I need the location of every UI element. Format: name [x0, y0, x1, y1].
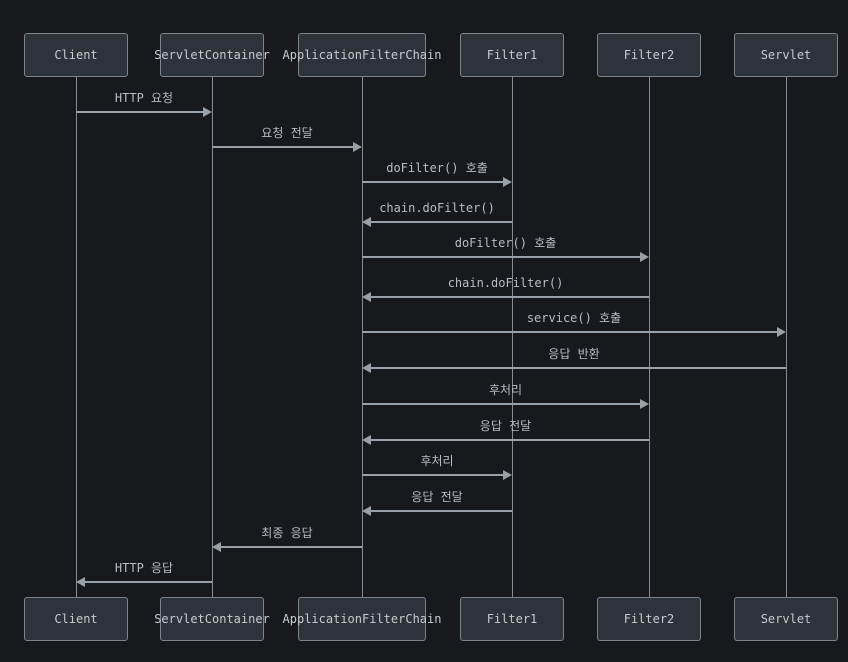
participant-box-top-filter2: Filter2 — [597, 33, 701, 77]
participant-box-top-filter1: Filter1 — [460, 33, 564, 77]
message-arrow-line — [370, 367, 786, 369]
message-arrow-line — [362, 331, 778, 333]
participant-label: Filter1 — [486, 612, 538, 626]
participant-box-bottom-servlet-container: ServletContainer — [154, 597, 270, 641]
message-arrow-line — [362, 181, 504, 183]
participant-label: ApplicationFilterChain — [282, 612, 442, 626]
arrowhead-right-icon — [353, 142, 362, 152]
participant-box-top-application-filter-chain: ApplicationFilterChain — [283, 33, 441, 77]
participant-label: Filter2 — [623, 612, 675, 626]
arrowhead-left-icon — [362, 506, 371, 516]
message-arrow-line — [370, 296, 649, 298]
participant-label: Client — [54, 612, 98, 626]
arrowhead-right-icon — [503, 470, 512, 480]
participant-box-bottom-servlet: Servlet — [734, 597, 838, 641]
message-arrow-line — [370, 221, 512, 223]
participant-box-top-servlet: Servlet — [734, 33, 838, 77]
participant-box-top-client: Client — [24, 33, 128, 77]
message-arrow-line — [362, 256, 641, 258]
participant-label: ServletContainer — [154, 612, 270, 626]
participant-box-top-servlet-container: ServletContainer — [154, 33, 270, 77]
message-arrow-line — [370, 439, 649, 441]
arrowhead-left-icon — [76, 577, 85, 587]
message-label: chain.doFilter() — [379, 201, 495, 215]
message-label: doFilter() 호출 — [454, 236, 557, 250]
message-label: service() 호출 — [526, 311, 622, 325]
message-label: HTTP 응답 — [114, 561, 174, 575]
lifeline-application-filter-chain — [362, 77, 363, 597]
message-label: 후처리 — [488, 383, 523, 397]
lifeline-servlet-container — [212, 77, 213, 597]
participant-box-bottom-application-filter-chain: ApplicationFilterChain — [283, 597, 441, 641]
arrowhead-right-icon — [640, 399, 649, 409]
message-arrow-line — [220, 546, 362, 548]
message-arrow-line — [370, 510, 512, 512]
participant-box-bottom-client: Client — [24, 597, 128, 641]
arrowhead-left-icon — [362, 363, 371, 373]
message-label: 응답 전달 — [479, 419, 532, 433]
participant-label: ApplicationFilterChain — [282, 48, 442, 62]
participant-label: Servlet — [760, 612, 812, 626]
message-arrow-line — [362, 403, 641, 405]
participant-label: Filter2 — [623, 48, 675, 62]
participant-box-bottom-filter2: Filter2 — [597, 597, 701, 641]
message-arrow-line — [362, 474, 504, 476]
participant-label: Filter1 — [486, 48, 538, 62]
lifeline-filter1 — [512, 77, 513, 597]
arrowhead-right-icon — [777, 327, 786, 337]
message-label: 응답 반환 — [548, 347, 600, 361]
message-label: doFilter() 호출 — [386, 161, 488, 175]
message-arrow-line — [212, 146, 354, 148]
lifeline-client — [76, 77, 77, 597]
message-label: HTTP 요청 — [114, 91, 174, 105]
lifeline-servlet — [786, 77, 787, 597]
message-label: 최종 응답 — [261, 526, 313, 540]
arrowhead-right-icon — [640, 252, 649, 262]
participant-label: ServletContainer — [154, 48, 270, 62]
arrowhead-left-icon — [212, 542, 221, 552]
message-arrow-line — [84, 581, 212, 583]
participant-label: Client — [54, 48, 98, 62]
message-label: 요청 전달 — [261, 126, 313, 140]
arrowhead-right-icon — [203, 107, 212, 117]
arrowhead-left-icon — [362, 217, 371, 227]
participant-label: Servlet — [760, 48, 812, 62]
arrowhead-left-icon — [362, 292, 371, 302]
arrowhead-right-icon — [503, 177, 512, 187]
participant-box-bottom-filter1: Filter1 — [460, 597, 564, 641]
message-label: chain.doFilter() — [447, 276, 564, 290]
lifeline-filter2 — [649, 77, 650, 597]
arrowhead-left-icon — [362, 435, 371, 445]
message-arrow-line — [76, 111, 204, 113]
message-label: 응답 전달 — [411, 490, 463, 504]
message-label: 후처리 — [420, 454, 454, 468]
